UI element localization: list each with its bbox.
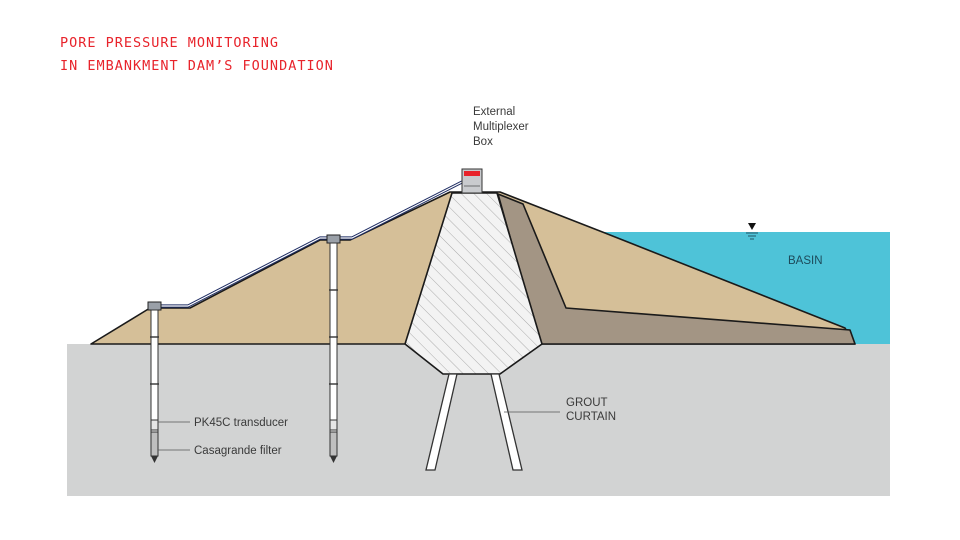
water-level-icon: [746, 223, 758, 240]
grout-curtain-right: [490, 373, 523, 471]
piezometer-left: [147, 301, 162, 463]
cable: [153, 180, 464, 308]
box-label-line-2: Multiplexer: [473, 121, 529, 133]
grout-curtain-left: [425, 373, 458, 471]
grout-label-line-2: CURTAIN: [566, 411, 616, 423]
title-line-1: PORE PRESSURE MONITORING: [60, 35, 279, 51]
box-label-line-1: External: [473, 106, 515, 118]
transducer-label: PK45C transducer: [194, 417, 288, 429]
box-label-line-3: Box: [473, 136, 493, 148]
filter-label: Casagrande filter: [194, 445, 282, 457]
clay-core: [404, 192, 543, 375]
grout-label-line-1: GROUT: [566, 397, 608, 409]
piezometer-right: [326, 234, 341, 463]
title-line-2: IN EMBANKMENT DAM’S FOUNDATION: [60, 58, 334, 74]
basin-label: BASIN: [788, 255, 823, 267]
multiplexer-box: [461, 168, 483, 194]
